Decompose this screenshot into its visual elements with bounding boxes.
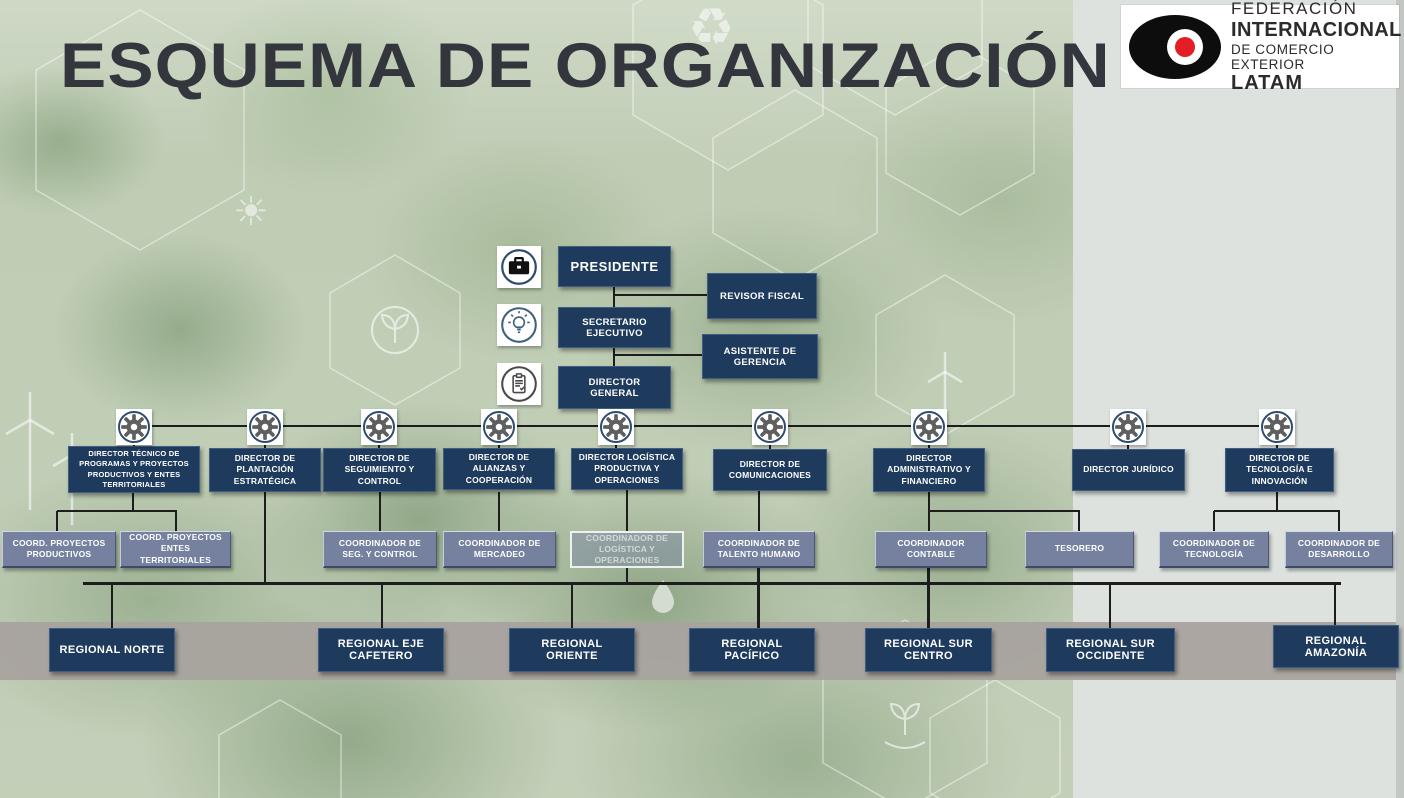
- box-regional-oriente: REGIONAL ORIENTE: [509, 628, 635, 672]
- connector-line: [769, 443, 771, 449]
- briefcase-icon: [497, 246, 541, 288]
- connector-line: [613, 348, 615, 367]
- connector-line: [57, 510, 177, 512]
- connector-line: [378, 443, 380, 449]
- connector-line: [929, 510, 1080, 512]
- connector-line: [613, 354, 703, 356]
- gear-icon: [247, 409, 283, 445]
- connector-line: [613, 294, 708, 296]
- gear-icon: [116, 409, 152, 445]
- connector-line: [1338, 511, 1340, 531]
- box-coord-proyectos-productivos: COORD. PROYECTOS PRODUCTIVOS: [2, 531, 116, 568]
- connector-line: [129, 425, 1277, 427]
- logo-red-dot: [1175, 36, 1195, 57]
- box-asistente-gerencia: ASISTENTE DE GERENCIA: [702, 334, 818, 379]
- connector-line: [1213, 511, 1215, 531]
- connector-line: [1127, 443, 1129, 449]
- gear-icon: [752, 409, 788, 445]
- connector-line: [1109, 583, 1111, 630]
- federation-logo: FEDERACIÓN INTERNACIONAL DE COMERCIO EXT…: [1121, 0, 1401, 94]
- box-coord-tecnologia: COORDINADOR DE TECNOLOGÍA: [1159, 531, 1269, 568]
- box-coord-proyectos-entes: COORD. PROYECTOS ENTES TERRITORIALES: [120, 531, 231, 568]
- box-secretario-ejecutivo: SECRETARIO EJECUTIVO: [558, 307, 671, 348]
- idea-icon: [497, 304, 541, 346]
- box-director-seguimiento: DIRECTOR DE SEGUIMIENTO Y CONTROL: [323, 448, 436, 492]
- box-coord-mercadeo: COORDINADOR DE MERCADEO: [443, 531, 556, 568]
- box-coord-contable: COORDINADOR CONTABLE: [875, 531, 987, 568]
- connector-line: [111, 583, 113, 630]
- box-tesorero: TESORERO: [1025, 531, 1134, 568]
- box-revisor-fiscal: REVISOR FISCAL: [707, 273, 817, 319]
- box-presidente: PRESIDENTE: [558, 246, 671, 287]
- connector-line: [379, 492, 381, 531]
- connector-line: [264, 492, 266, 584]
- connector-line: [175, 511, 177, 531]
- box-director-logistica: DIRECTOR LOGÍSTICA PRODUCTIVA Y OPERACIO…: [571, 448, 683, 490]
- gear-icon: [598, 409, 634, 445]
- box-director-juridico: DIRECTOR JURÍDICO: [1072, 449, 1185, 491]
- gear-icon: [361, 409, 397, 445]
- box-regional-norte: REGIONAL NORTE: [49, 628, 175, 672]
- connector-line: [1334, 583, 1336, 627]
- connector-line: [1276, 443, 1278, 449]
- box-coord-desarrollo: COORDINADOR DE DESARROLLO: [1285, 531, 1393, 568]
- box-director-general: DIRECTOR GENERAL: [558, 366, 671, 409]
- connector-line: [1078, 511, 1080, 531]
- box-regional-eje-cafetero: REGIONAL EJE CAFETERO: [318, 628, 444, 672]
- gear-icon: [1110, 409, 1146, 445]
- connector-line: [626, 490, 628, 531]
- box-director-plantacion: DIRECTOR DE PLANTACIÓN ESTRATÉGICA: [209, 448, 321, 492]
- clipboard-icon: [497, 363, 541, 405]
- box-coord-logistica-operaciones: COORDINADOR DE LOGÍSTICA Y OPERACIONES: [570, 531, 684, 568]
- connector-line: [613, 287, 615, 308]
- box-director-tecnico: DIRECTOR TÉCNICO DE PROGRAMAS Y PROYECTO…: [68, 446, 200, 493]
- logo-text: FEDERACIÓN INTERNACIONAL DE COMERCIO EXT…: [1231, 0, 1402, 94]
- connector-line: [1214, 510, 1340, 512]
- gear-icon: [481, 409, 517, 445]
- connector-line: [498, 492, 500, 531]
- connector-line: [615, 443, 617, 449]
- box-director-tecnologia: DIRECTOR DE TECNOLOGÍA E INNOVACIÓN: [1225, 448, 1334, 492]
- connector-line: [1276, 492, 1278, 511]
- gear-icon: [1259, 409, 1295, 445]
- connector-line: [757, 568, 760, 630]
- box-regional-sur-centro: REGIONAL SUR CENTRO: [865, 628, 992, 672]
- box-coord-seg-control: COORDINADOR DE SEG. Y CONTROL: [323, 531, 437, 568]
- connector-line: [132, 492, 134, 511]
- connector-line: [626, 568, 628, 583]
- box-regional-amazonia: REGIONAL AMAZONÍA: [1273, 625, 1399, 668]
- connector-line: [571, 583, 573, 630]
- logo-mark-icon: [1129, 14, 1221, 79]
- page-title: ESQUEMA DE ORGANIZACIÓN: [60, 31, 1111, 101]
- box-director-alianzas: DIRECTOR DE ALIANZAS Y COOPERACIÓN: [443, 448, 555, 490]
- connector-line: [83, 582, 1341, 585]
- connector-line: [927, 568, 930, 630]
- box-regional-pacifico: REGIONAL PACÍFICO: [689, 628, 815, 672]
- box-director-comunicaciones: DIRECTOR DE COMUNICACIONES: [713, 449, 827, 491]
- connector-line: [498, 443, 500, 449]
- box-regional-sur-occidente: REGIONAL SUR OCCIDENTE: [1046, 628, 1175, 672]
- connector-line: [56, 511, 58, 531]
- connector-line: [928, 443, 930, 449]
- connector-line: [264, 443, 266, 449]
- connector-line: [381, 583, 383, 630]
- connector-line: [758, 491, 760, 531]
- edge-strip: [1396, 0, 1404, 798]
- box-director-administrativo: DIRECTOR ADMINISTRATIVO Y FINANCIERO: [873, 448, 985, 492]
- gear-icon: [911, 409, 947, 445]
- box-coord-talento-humano: COORDINADOR DE TALENTO HUMANO: [703, 531, 815, 568]
